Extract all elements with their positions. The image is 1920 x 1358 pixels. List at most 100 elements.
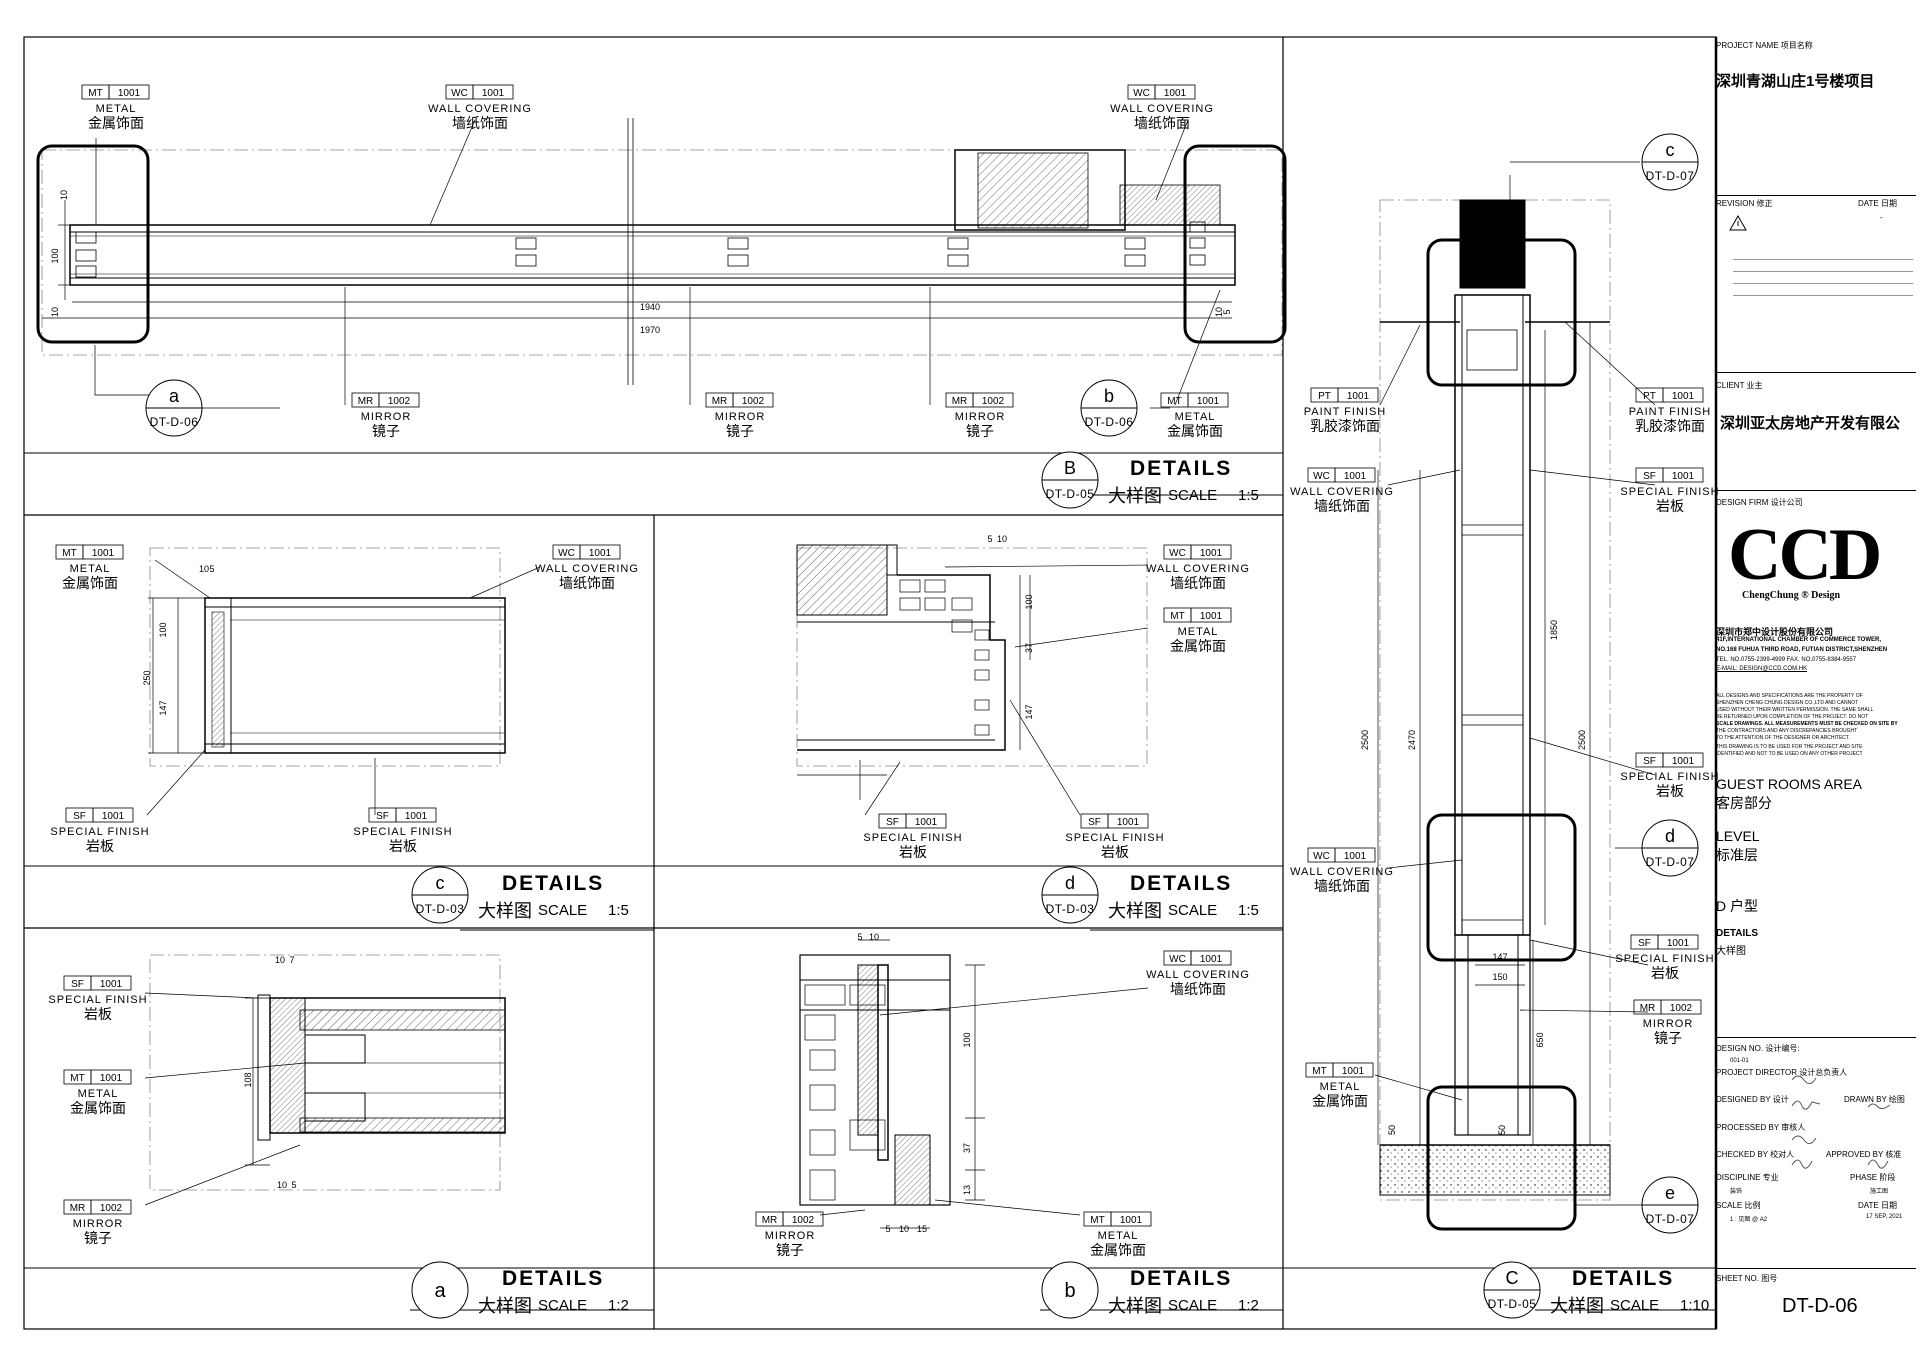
tag-material-en: SPECIAL FINISH [353,826,452,838]
revision-label: REVISION 修正 [1716,199,1773,208]
details-cn: 大样图 [1716,946,1746,957]
tag-code: MR [712,396,728,407]
section-bubble-C: CDT-D-05 [1483,1261,1541,1319]
view-title: DETAILS [1130,1267,1232,1290]
dimension-value: 147 [1492,952,1507,962]
ccd-logo-sub: ChengChung ® Design [1742,590,1841,601]
tag-material-cn: 镜子 [776,1242,804,1258]
tag-material-en: SPECIAL FINISH [863,832,962,844]
tag-num-box [92,807,134,823]
dimension-value: 5 [1222,309,1232,314]
tag-material-cn: 岩板 [389,838,417,854]
view-title-cn: 大样图 [478,901,532,921]
approved-by-label: APPROVED BY 核准 [1826,1150,1902,1159]
tag-material-cn: 金属饰面 [62,575,118,591]
level-en: LEVEL [1716,828,1760,844]
tag-number: 1001 [92,548,115,559]
tag-num-box [1107,813,1149,829]
dimension-value: 5 [209,564,214,574]
tag-code: SF [1643,471,1656,482]
legal-note-3: USED WITHOUT THEIR WRITTEN PERMISSION. T… [1716,707,1874,713]
section-bubble-c: cDT-D-03 [411,866,469,924]
tag-number: 1001 [482,88,505,99]
company-address-1: 41F,INTERNATIONAL CHAMBER OF COMMERCE TO… [1716,637,1882,643]
level-cn: 标准层 [1716,847,1758,863]
tag-material-en: SPECIAL FINISH [1620,771,1719,783]
legal-note-4: BE RETURNED UPON COMPLETION OF THE PROJE… [1716,714,1869,720]
tag-code: PT [1643,391,1656,402]
dimension-value: 5 [857,932,862,942]
tag-material-cn: 墙纸饰面 [1314,878,1370,894]
tag-code: SF [1638,938,1651,949]
tag-code: MR [358,396,374,407]
tag-code: SF [1643,756,1656,767]
tag-material-cn: 镜子 [966,423,994,439]
tag-number: 1001 [1197,396,1220,407]
signature-marks [1791,1075,1891,1169]
tag-number: 1001 [405,811,428,822]
detail-view-C [1374,161,1656,1231]
section-bubble-a: a [411,1261,469,1319]
view-title-cn: 大样图 [1108,486,1162,506]
dimension-value: 1970 [640,325,660,335]
checked-by-label: CHECKED BY 校对人 [1716,1150,1795,1159]
tag-code: WC [1169,548,1186,559]
tag-num-box [905,813,947,829]
view-title: DETAILS [1130,457,1232,480]
section-bubble-e: eDT-D-07 [1641,1176,1699,1234]
phase-label: PHASE 阶段 [1850,1173,1896,1182]
tag-num-box [1660,999,1702,1015]
tag-material-cn: 墙纸饰面 [1314,498,1370,514]
dimension-value: 100 [158,622,168,637]
legal-note-7: TO THE ATTENTION OF THE DESIGNER OR ARCH… [1716,735,1850,741]
tag-num-box [1110,1211,1152,1227]
tag-code: MT [1312,1066,1326,1077]
legal-note-6: THE CONTRACTORS AND ANY DISCREPANCIES BR… [1716,728,1858,734]
tag-material-en: PAINT FINISH [1629,406,1712,418]
tag-num-box [90,975,132,991]
view-title-cn: 大样图 [1550,1296,1604,1316]
detail-view-b [799,939,1149,1229]
tag-num-box [90,1199,132,1215]
dimension-value: 10 [275,955,285,965]
detail-view-B [36,118,1287,409]
drawn-by-label: DRAWN BY 绘图 [1844,1095,1905,1104]
date-label: DATE 日期 [1858,199,1897,208]
section-bubble-B: BDT-D-05 [1041,451,1099,509]
ccd-logo: CCD [1728,514,1882,596]
dimension-value: 10 [1214,307,1224,317]
view-scale-label: SCALE [1168,902,1217,919]
dimension-value: 1850 [1549,620,1559,640]
tag-material-en: METAL [70,563,111,575]
view-scale: 1:5 [608,902,629,919]
dimension-value: 10 [869,932,879,942]
view-scale-label: SCALE [538,1297,587,1314]
view-title: DETAILS [502,872,604,895]
tag-number: 1002 [100,1203,123,1214]
tag-num-box [1154,84,1196,100]
tag-num-box [108,84,150,100]
unit-type: D 户型 [1716,898,1758,914]
company-tel: TEL. NO.0755-2399-4999 FAX. NO.0755-8384… [1716,657,1857,663]
view-scale: 1:5 [1238,487,1259,504]
details-en: DETAILS [1716,928,1759,939]
detail-view-c [146,547,541,816]
tag-material-en: MIRROR [1643,1018,1694,1030]
dimension-value: 5 [987,534,992,544]
revision-rows [1733,248,1913,300]
tag-number: 1001 [915,817,938,828]
discipline-value: 装饰 [1730,1189,1743,1195]
tag-material-cn: 金属饰面 [1167,423,1223,439]
company-email[interactable]: E-MAIL: DESIGN@CCD.COM.HK [1716,666,1808,672]
tag-num-box [1190,544,1232,560]
tag-material-en: METAL [1098,1230,1139,1242]
tag-number: 1001 [100,1073,123,1084]
